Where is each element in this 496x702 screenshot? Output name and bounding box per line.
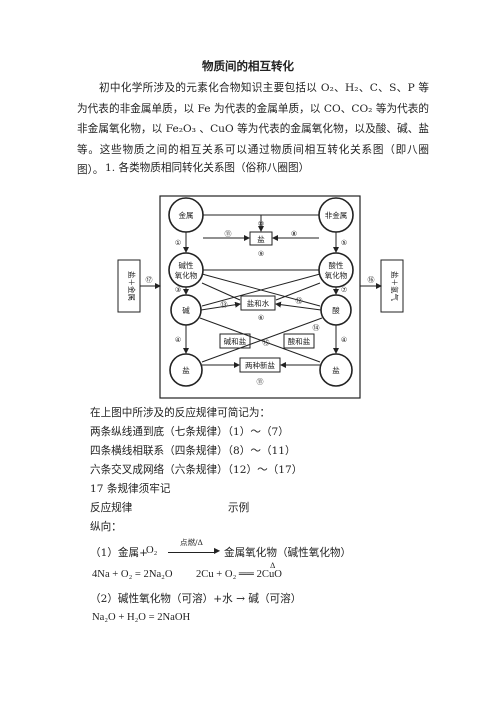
nonmetal-label: 非金属 — [325, 210, 348, 220]
base-label: 碱 — [182, 306, 190, 315]
rule-number-8: ⑧ — [291, 230, 297, 238]
equation-2: 2Cu + O₂ ══ 2CuO — [196, 569, 282, 580]
salt-left-label: 盐 — [182, 365, 190, 375]
acid-salt-box — [283, 333, 315, 349]
metal-label: 金属 — [179, 210, 194, 220]
summary-line-5: 17 条规律须牢记 — [90, 483, 171, 495]
salt-water-box — [240, 295, 276, 311]
rule-number-10: ⑩ — [258, 220, 264, 228]
rule-1-prefix: （1）金属+ — [90, 547, 148, 559]
example-header: 示例 — [228, 502, 250, 514]
rule-1-arrowhead: ▶ — [214, 546, 221, 555]
rule-number-4: ④ — [175, 336, 181, 344]
acidic-oxide-label-2: 氧化物 — [325, 270, 348, 280]
summary-line-2: 两条纵线通到底（七条规律）（1）～（7） — [90, 426, 289, 438]
basic-oxide-label-2: 氧化物 — [175, 270, 198, 280]
salt-top-label: 盐 — [257, 234, 265, 244]
rule-number-6: ⑥ — [258, 314, 264, 322]
intro-paragraph: 初中化学所涉及的元素化合物知识主要包括以 O₂、H₂、C、S、P 等为代表的非金… — [77, 82, 429, 176]
salt-right-circle — [319, 353, 353, 387]
rules-header: 反应规律 — [90, 502, 133, 514]
acidic-oxide-circle — [318, 252, 354, 288]
rule-1-result: 金属氧化物（碱性氧化物） — [224, 547, 352, 559]
acid-label: 酸 — [332, 305, 340, 315]
rule-1-arrow — [168, 552, 216, 553]
salt-water-label: 盐和水 — [247, 298, 270, 308]
rule-1-o2: O₂ — [146, 545, 158, 556]
equation-2-condition: Δ — [270, 561, 276, 570]
summary-line-3: 四条横线相联系（四条规律）（8）～（11） — [90, 445, 296, 457]
vertical-label: 纵向： — [90, 521, 122, 533]
acid-salt-label: 酸和盐 — [288, 336, 311, 346]
basic-oxide-circle — [168, 252, 204, 288]
rule-number-3: ③ — [175, 286, 181, 294]
rule-number-12: ⑫ — [296, 297, 303, 305]
side-left-label: 盐＋金属 — [127, 271, 137, 301]
page-title: 物质间的相互转化 — [202, 59, 294, 73]
base-salt-label: 碱和盐 — [224, 336, 247, 346]
section-heading: 1. 各类物质相同转化关系图（俗称八圈图） — [105, 162, 310, 174]
rule-1-condition: 点燃/Δ — [180, 538, 203, 547]
summary-line-1: 在上图中所涉及的反应规律可简记为： — [90, 407, 271, 419]
acidic-oxide-label-1: 酸性 — [329, 260, 344, 270]
salt-left-circle — [169, 353, 203, 387]
rule-number-9: ⑨ — [258, 250, 264, 258]
basic-oxide-label-1: 碱性 — [179, 260, 194, 270]
rule-number-15: ⑮ — [263, 339, 270, 347]
eight-circle-diagram: 金属 非金属 碱性 氧化物 酸性 氧化物 碱 酸 盐 盐 盐 盐和水 碱和盐 酸… — [117, 195, 404, 399]
base-salt-box — [219, 333, 251, 349]
rule-number-4b: ④ — [341, 336, 347, 344]
rule-number-14: ⑭ — [313, 324, 320, 332]
summary-line-4: 六条交叉成网络（六条规律）（12）～（17） — [90, 464, 303, 476]
rule-number-11: ⑪ — [225, 230, 232, 238]
outer-frame — [159, 195, 361, 399]
rule-number-16: ⑯ — [368, 276, 375, 284]
rule-number-17: ⑰ — [146, 276, 153, 284]
rule-number-1: ① — [175, 239, 181, 247]
rule-number-5: ⑤ — [341, 239, 347, 247]
rule-number-11b: ⑪ — [257, 378, 264, 386]
equation-1: 4Na + O₂ = 2Na₂O — [92, 569, 173, 580]
two-salts-label: 两种新盐 — [245, 360, 275, 370]
side-right-label: 盐＋氢气 — [390, 271, 400, 301]
equation-3: Na₂O + H₂O = 2NaOH — [92, 612, 191, 623]
rule-2: （2）碱性氧化物（可溶）+水 → 碱（可溶） — [90, 593, 302, 605]
rule-number-13: ⑬ — [221, 301, 228, 309]
rule-number-7: ⑦ — [341, 286, 347, 294]
salt-right-label: 盐 — [332, 365, 340, 375]
